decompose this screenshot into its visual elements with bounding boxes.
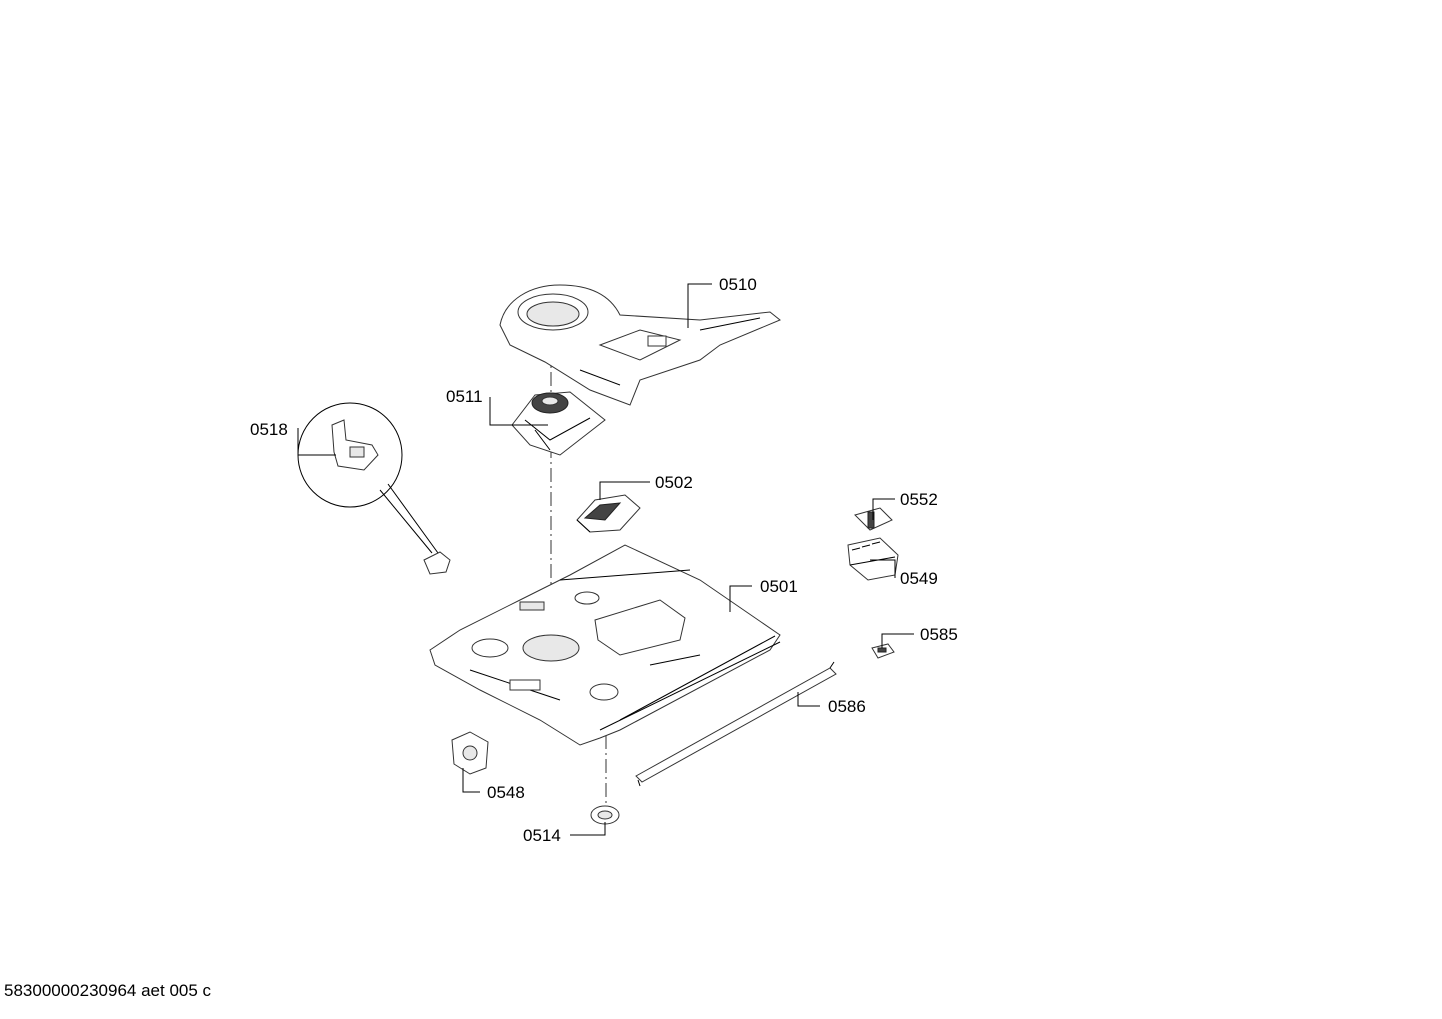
label-0510: 0510 <box>719 275 757 294</box>
label-0586: 0586 <box>828 697 866 716</box>
label-0514: 0514 <box>523 826 561 845</box>
part-0585-small-clip[interactable] <box>871 643 895 659</box>
part-0502-cover[interactable] <box>576 494 641 533</box>
part-0501-base-plate[interactable] <box>429 544 781 746</box>
part-0514-ring[interactable] <box>590 805 620 825</box>
label-0549: 0549 <box>900 569 938 588</box>
part-0549-terminal-block[interactable] <box>847 537 899 581</box>
part-0518-detail-view[interactable] <box>297 402 451 575</box>
leader-lines <box>297 283 914 836</box>
label-0501: 0501 <box>760 577 798 596</box>
label-0585: 0585 <box>920 625 958 644</box>
part-0548-switch[interactable] <box>451 731 489 775</box>
part-0586-rail[interactable] <box>635 661 837 787</box>
part-0510-fan-cover[interactable] <box>499 284 781 406</box>
label-0548: 0548 <box>487 783 525 802</box>
part-0511-fan-motor[interactable] <box>511 391 606 456</box>
label-0511: 0511 <box>446 387 483 406</box>
label-0518: 0518 <box>250 420 288 439</box>
label-0552: 0552 <box>900 490 938 509</box>
drawing-code: 58300000230964 aet 005 c <box>4 981 212 1000</box>
label-0502: 0502 <box>655 473 693 492</box>
